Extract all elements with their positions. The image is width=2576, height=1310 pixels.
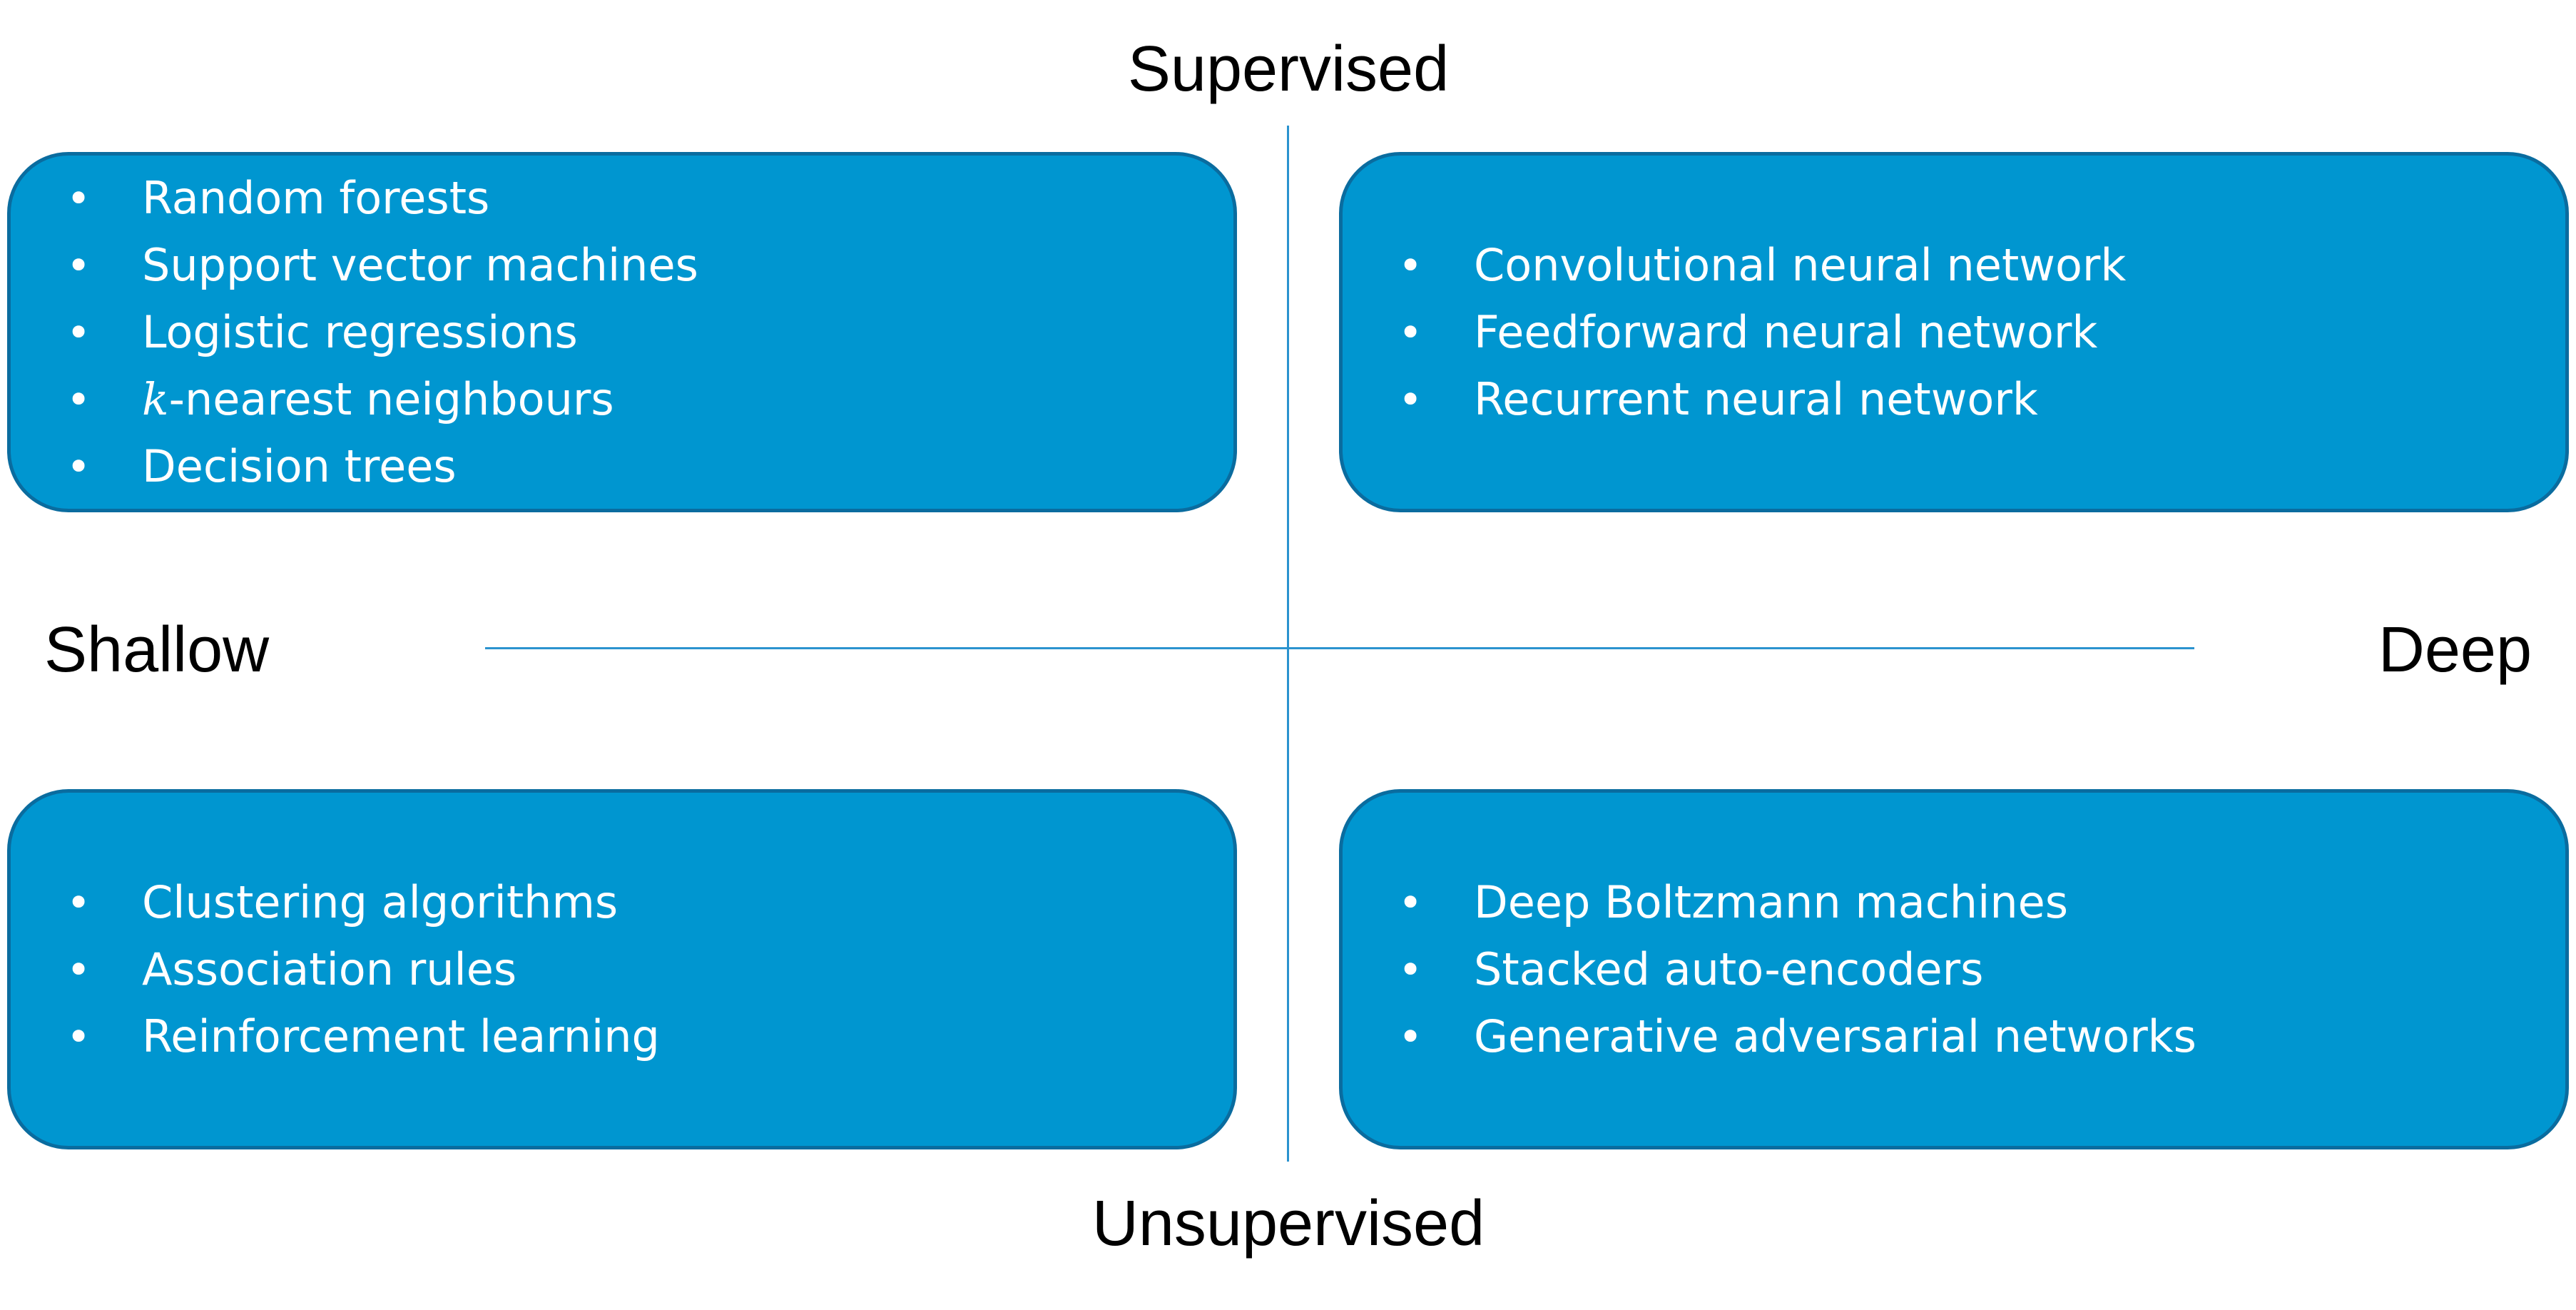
bullet-icon: • <box>1398 240 1423 290</box>
list-item: •Stacked auto-encoders <box>1398 936 2565 1003</box>
bullet-icon: • <box>66 375 91 424</box>
bullet-icon: • <box>66 1012 91 1061</box>
list-item: •Convolutional neural network <box>1398 232 2565 299</box>
bullet-icon: • <box>1398 945 1423 994</box>
bullet-icon: • <box>66 878 91 927</box>
quadrant-supervised-shallow: •Random forests •Support vector machines… <box>7 152 1237 512</box>
list-item: •k-nearest neighbours <box>66 366 1233 433</box>
bullet-icon: • <box>1398 375 1423 424</box>
list-item: •Logistic regressions <box>66 299 1233 366</box>
list-item: •Support vector machines <box>66 232 1233 299</box>
list-item: •Association rules <box>66 936 1233 1003</box>
bullet-icon: • <box>1398 308 1423 357</box>
bullet-icon: • <box>1398 878 1423 927</box>
list-item: •Feedforward neural network <box>1398 299 2565 366</box>
math-variable-k: k <box>142 372 169 425</box>
bullet-icon: • <box>66 173 91 223</box>
axis-label-shallow: Shallow <box>44 614 270 686</box>
list-item: •Clustering algorithms <box>66 869 1233 936</box>
horizontal-axis-line <box>485 647 2194 649</box>
bullet-icon: • <box>66 308 91 357</box>
quadrant-unsupervised-shallow: •Clustering algorithms •Association rule… <box>7 789 1237 1149</box>
quadrant-list: •Deep Boltzmann machines •Stacked auto-e… <box>1343 869 2565 1070</box>
bullet-icon: • <box>66 945 91 994</box>
list-item: •Deep Boltzmann machines <box>1398 869 2565 936</box>
list-item: •Decision trees <box>66 433 1233 500</box>
list-item: •Random forests <box>66 165 1233 232</box>
quadrant-list: •Convolutional neural network •Feedforwa… <box>1343 232 2565 433</box>
list-item: •Reinforcement learning <box>66 1003 1233 1070</box>
quadrant-supervised-deep: •Convolutional neural network •Feedforwa… <box>1339 152 2569 512</box>
list-item: •Generative adversarial networks <box>1398 1003 2565 1070</box>
axis-label-supervised: Supervised <box>1127 34 1450 105</box>
list-item: •Recurrent neural network <box>1398 366 2565 433</box>
axis-label-unsupervised: Unsupervised <box>1091 1188 1485 1259</box>
quadrant-unsupervised-deep: •Deep Boltzmann machines •Stacked auto-e… <box>1339 789 2569 1149</box>
axis-label-deep: Deep <box>2378 614 2532 686</box>
vertical-axis-line <box>1287 126 1289 1162</box>
bullet-icon: • <box>66 442 91 491</box>
bullet-icon: • <box>1398 1012 1423 1061</box>
bullet-icon: • <box>66 240 91 290</box>
quadrant-list: •Random forests •Support vector machines… <box>11 165 1233 500</box>
quadrant-list: •Clustering algorithms •Association rule… <box>11 869 1233 1070</box>
